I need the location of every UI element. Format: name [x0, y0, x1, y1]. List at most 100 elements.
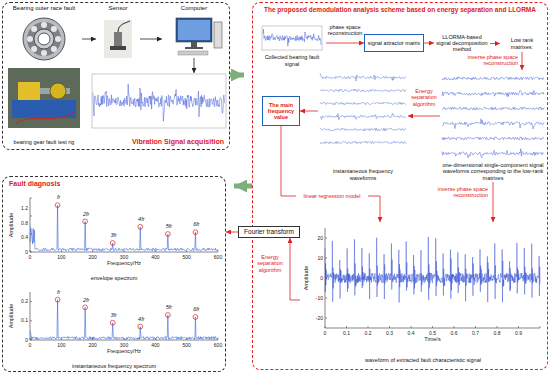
bearing-ball	[41, 50, 47, 56]
vibration-waveform	[93, 84, 225, 121]
plot-label: 600	[214, 255, 222, 260]
plot-label: 4fr	[138, 217, 144, 223]
tick-mark	[30, 250, 31, 252]
tick-mark	[368, 326, 369, 328]
edge-label: phase space reconstruction	[326, 24, 364, 37]
peak-marker	[83, 219, 88, 224]
tick-mark	[155, 250, 156, 252]
bearing-ball	[31, 46, 37, 52]
spectrum-line	[30, 300, 218, 340]
monitor-base	[185, 47, 203, 49]
connector-arrow	[300, 111, 318, 112]
envelope-spectrum-plot	[30, 198, 218, 252]
plot-label: 0.5	[429, 331, 436, 336]
waveform-line	[442, 77, 544, 80]
tick-mark	[497, 326, 498, 328]
bearing-ball	[41, 22, 47, 28]
tick-mark	[30, 338, 31, 340]
instantaneous-spectrum-plot	[30, 292, 218, 340]
peak-marker	[138, 224, 143, 229]
plot-label: 0	[324, 331, 327, 336]
tick-mark	[30, 216, 32, 217]
connector-arrow	[408, 116, 440, 117]
rig-motor	[18, 82, 40, 100]
node-label: Collected bearing fault signal	[259, 54, 325, 67]
plot-label: 100	[57, 343, 65, 348]
plot-label: 200	[88, 255, 96, 260]
connector-arrow	[230, 73, 244, 78]
keyboard	[178, 51, 208, 55]
node-label: waveform of extracted fault characterist…	[301, 357, 545, 363]
waveform-line	[442, 137, 544, 140]
waveform-line	[263, 29, 321, 46]
peak-marker	[110, 320, 115, 325]
connector-arrow	[226, 232, 238, 233]
plot-label: 100	[57, 255, 65, 260]
result-box: The main frequency value	[262, 96, 300, 126]
spectrum-line	[30, 205, 218, 251]
photo-box: Bearing outer race fault	[6, 4, 82, 62]
monitor-stand	[191, 42, 197, 47]
plot-label: 3fr	[111, 233, 117, 239]
waveform-line	[320, 102, 406, 104]
plot-label: 5fr	[166, 305, 172, 311]
tick-mark	[61, 250, 62, 252]
peak-marker	[193, 230, 198, 235]
process-box: Fourier transform	[238, 226, 300, 238]
node-label: signal attractor matrix	[366, 40, 423, 46]
axis-line	[30, 292, 218, 340]
waveform-box: Collected bearing fault signal	[258, 24, 326, 68]
tick-mark	[540, 326, 541, 328]
peak-marker	[55, 203, 60, 208]
plot-label: Amplitude	[9, 213, 15, 237]
edge-label: Energy separation algorithm	[409, 88, 439, 107]
extracted-signal-plot	[325, 228, 540, 328]
bearing-ball	[31, 26, 37, 32]
tick-mark	[454, 326, 455, 328]
plot-label: 5fr	[166, 224, 172, 230]
waveform-line	[320, 141, 406, 143]
plot-label: 0.4	[408, 331, 415, 336]
plot-label: 0.8	[494, 331, 501, 336]
sensor-photo	[104, 20, 132, 58]
plot-label: 10	[317, 256, 323, 261]
peak-marker	[138, 324, 143, 329]
panel-frame: envelope spectruminstantaneous frequency…	[2, 176, 226, 372]
plot-label: 4fr	[138, 317, 144, 323]
panel-title: Fault diagnosis	[9, 180, 60, 188]
computer-picture	[176, 18, 222, 73]
plot-label: Time/s	[424, 337, 440, 343]
connector-arrow	[234, 184, 252, 189]
panel-title: Vibration Signal acquisition	[132, 138, 224, 146]
connector-arrow	[290, 238, 300, 300]
bearing-photo	[23, 18, 65, 60]
bearing-ball	[51, 46, 57, 52]
process-text: Low rank matrixes:	[500, 35, 544, 52]
plot-label: 0.4	[21, 235, 28, 240]
tick-mark	[92, 250, 93, 252]
plot-label: -10	[316, 296, 323, 301]
computer-tower	[214, 22, 222, 48]
node-label: bearing gear fault test rig	[7, 139, 81, 145]
node-label: The main frequency value	[263, 102, 299, 121]
tick-mark	[30, 320, 32, 321]
peak-marker	[165, 232, 170, 237]
plot-label: 600	[214, 343, 222, 348]
tick-mark	[325, 326, 326, 328]
bearing-ball	[55, 36, 61, 42]
plot-label: 400	[151, 255, 159, 260]
edge-label: Energy separation algorithm	[254, 254, 286, 273]
plot-label: 200	[88, 343, 96, 348]
plot-label: 500	[182, 255, 190, 260]
tick-mark	[518, 326, 519, 328]
tick-mark	[325, 258, 327, 259]
plot-label: 0.1	[21, 318, 28, 323]
peak-marker	[193, 315, 198, 320]
plot-label: Amplitude	[9, 304, 15, 328]
plot-label: 0.9	[515, 331, 522, 336]
node-label: Fourier transform	[242, 228, 296, 235]
plot-label: 0.1	[343, 331, 350, 336]
plot-label: 1.2	[21, 206, 28, 211]
bearing-ball	[27, 36, 33, 42]
waveform-line	[320, 114, 406, 120]
